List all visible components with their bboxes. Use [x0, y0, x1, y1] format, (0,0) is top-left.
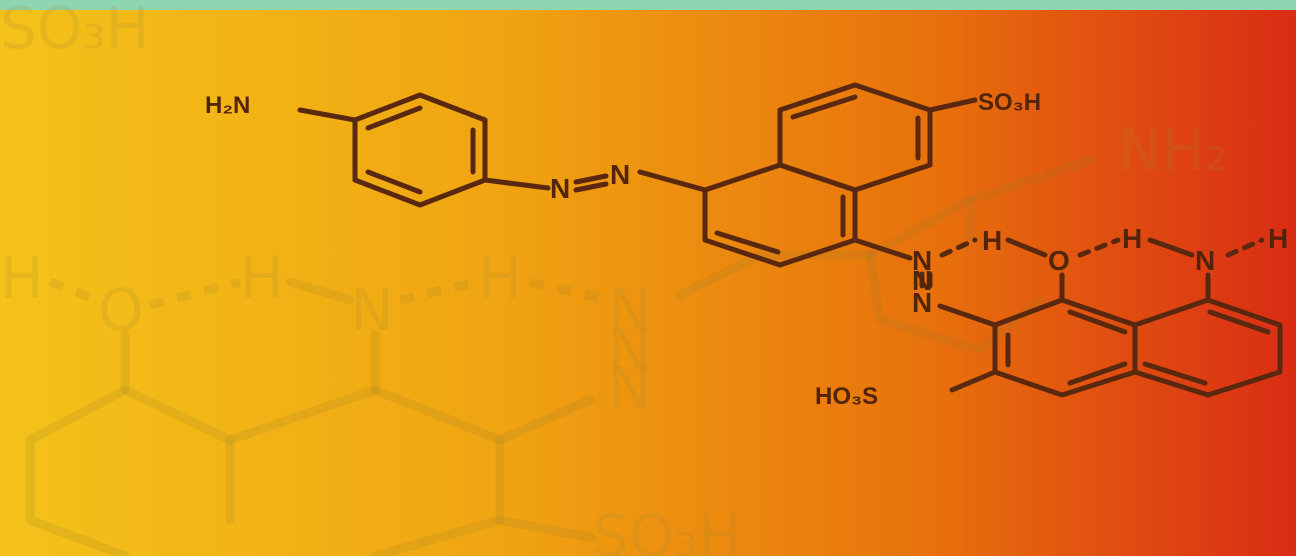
benzene-double-bond-3 — [365, 169, 423, 195]
atom-sulfonic-bottom: HO₃S — [815, 383, 878, 410]
ghost-ring-2-left — [225, 330, 380, 445]
hbond-nh2 — [1225, 237, 1265, 258]
naph2-double-4 — [1207, 309, 1271, 335]
ghost-hbond-1 — [48, 277, 100, 305]
atom-azo2-n2: N — [912, 287, 932, 318]
ghost-label-n1: N — [350, 276, 393, 344]
ghost-bond-to-azo — [495, 395, 595, 445]
ghost-label-h1: H — [0, 244, 44, 312]
atom-azo2-n1: N — [912, 265, 932, 296]
sulfonic-top-bond — [927, 97, 978, 113]
hbond-nh — [939, 237, 978, 258]
ghost-hbond-4 — [528, 277, 610, 305]
naphthalene-lower-ring-b — [1132, 297, 1283, 398]
atom-sulfonic-top: SO₃H — [978, 89, 1041, 116]
azo-bond-left — [482, 177, 551, 191]
atom-oh-h: H — [1122, 223, 1142, 254]
hbond-oh — [1077, 237, 1121, 258]
azo2-to-ring — [937, 303, 998, 328]
naph-double-1 — [714, 230, 781, 255]
ghost-label-sulfonic-top: SO₃H — [0, 0, 149, 62]
nh-bond — [852, 237, 913, 261]
atom-nh-n: N — [912, 245, 932, 276]
h-o-bond — [1005, 237, 1048, 258]
ghost-chain-upper — [675, 155, 1095, 300]
atom-azo-n2: N — [610, 159, 630, 190]
ghost-label-sulfonic-bottom: SO₃H — [592, 502, 741, 556]
ghost-ring-upper — [865, 250, 1045, 355]
ghost-label-nh2: NH₂ — [1118, 116, 1228, 184]
ghost-label-n3: N — [608, 316, 651, 384]
main-molecule: H₂N N N SO₃H N H N N — [205, 82, 1288, 410]
amine-bond — [297, 107, 358, 123]
naph2-double-5 — [1142, 361, 1208, 386]
ghost-label-h2: H — [240, 244, 284, 312]
top-accent-strip — [0, 0, 1296, 10]
azo-double-bond-b — [573, 181, 609, 193]
ghost-ring-1 — [25, 330, 130, 556]
benzene-double-bond-1 — [365, 105, 423, 131]
ghost-label-h3: H — [478, 244, 522, 312]
atom-nh2-h: H — [1268, 223, 1288, 254]
ghost-bond-h-n — [285, 277, 355, 305]
atom-amine: H₂N — [205, 92, 250, 119]
atom-oh-o: O — [1048, 245, 1070, 276]
azo-double-bond-a — [573, 173, 609, 185]
naph2-double-2 — [1067, 309, 1128, 335]
ghost-ring-1-right — [120, 385, 235, 525]
atom-nh-h: H — [982, 225, 1002, 256]
ghost-molecule: SO₃H NH₂ H O H N H N N N SO₃H — [0, 0, 1228, 556]
azo-bond-right — [637, 169, 708, 193]
atom-azo-n1: N — [550, 173, 570, 204]
ghost-hbond-3 — [398, 277, 480, 305]
ghost-ring-2-right — [370, 385, 505, 556]
ghost-label-n4: N — [608, 354, 651, 422]
h-n-bond — [1147, 237, 1195, 258]
ghost-label-o: O — [98, 276, 144, 344]
ghost-bond-to-sulfonic — [495, 515, 597, 543]
atom-nh2-n: N — [1195, 245, 1215, 276]
naph-double-3 — [790, 94, 858, 120]
naph2-double-3 — [1067, 361, 1128, 386]
sulfonic-bottom-bond — [949, 369, 998, 393]
ghost-label-n2: N — [608, 276, 651, 344]
